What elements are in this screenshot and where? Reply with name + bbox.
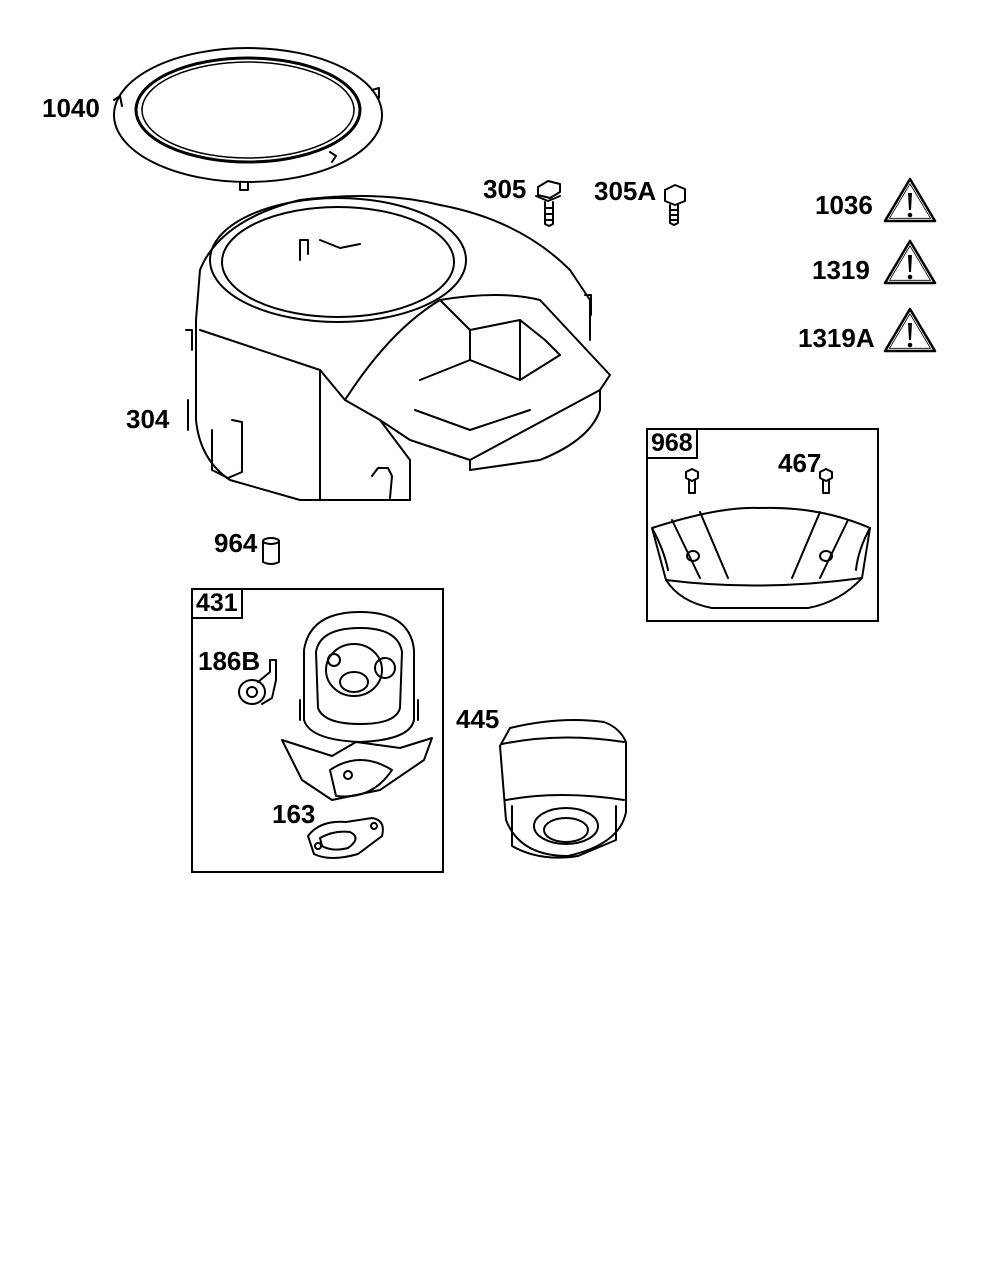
label-305a: 305A — [594, 176, 657, 206]
label-1319: 1319 — [812, 255, 870, 285]
label-163: 163 — [272, 799, 316, 829]
label-964: 964 — [214, 528, 258, 558]
label-445: 445 — [456, 704, 500, 734]
label-467: 467 — [778, 448, 822, 478]
part-964-sleeve — [262, 537, 280, 565]
part-163-gasket — [307, 817, 384, 859]
label-431: 431 — [191, 588, 243, 619]
part-445-filter — [499, 719, 627, 859]
label-304: 304 — [126, 404, 170, 434]
part-431-base — [281, 611, 433, 801]
label-1036: 1036 — [815, 190, 873, 220]
part-305-bolt — [535, 180, 561, 227]
label-186b: 186B — [198, 646, 261, 676]
part-305a-bolt — [664, 184, 686, 226]
part-1040-ring — [113, 47, 383, 191]
warning-triangle-icon — [883, 307, 937, 353]
part-186b-fitting — [238, 659, 277, 705]
label-1040: 1040 — [42, 93, 100, 123]
label-305: 305 — [483, 174, 527, 204]
label-968: 968 — [646, 428, 698, 459]
kit-968-box — [646, 428, 879, 622]
label-1319a: 1319A — [798, 323, 875, 353]
kit-431-box — [191, 588, 444, 873]
part-304-blower-housing — [185, 195, 611, 501]
warning-triangle-icon — [883, 239, 937, 285]
warning-triangle-icon — [883, 177, 937, 223]
part-968-cover — [651, 468, 871, 609]
